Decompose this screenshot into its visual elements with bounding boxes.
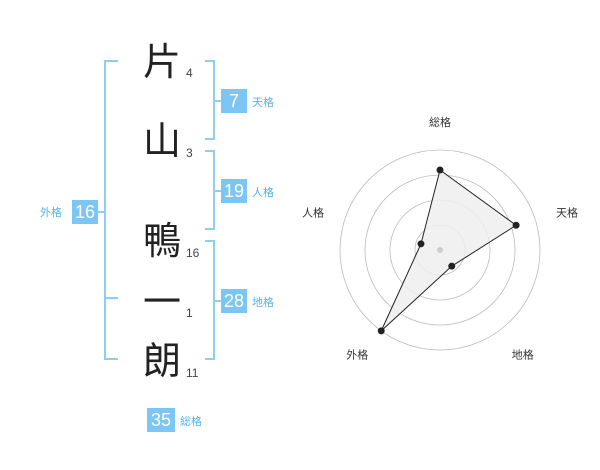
gaikaku-bracket — [104, 60, 106, 360]
jinkaku-bracket-b — [205, 228, 215, 230]
chikaku-bracket-b — [205, 358, 215, 360]
radar-axis-label: 総格 — [429, 115, 451, 129]
radar-axis-label: 外格 — [346, 348, 368, 362]
chikaku-label: 地格 — [252, 296, 274, 309]
name-char-4: 一 — [142, 280, 181, 324]
jinkaku-connector — [213, 190, 221, 192]
radar-center-dot — [437, 247, 443, 253]
jinkaku-label: 人格 — [252, 186, 274, 199]
gaikaku-bracket-mid — [104, 297, 118, 299]
gaikaku-bracket-top — [104, 60, 118, 62]
gaikaku-value: 16 — [72, 200, 98, 224]
tenkaku-label: 天格 — [252, 96, 274, 109]
radar-axis-label: 人格 — [302, 205, 324, 219]
name-char-3: 鴨 — [142, 219, 181, 263]
radar-axis-label: 天格 — [556, 205, 578, 219]
chikaku-value: 28 — [221, 289, 247, 313]
radar-data-polygon — [380, 169, 517, 332]
stroke-count-2: 3 — [186, 146, 193, 160]
stroke-count-3: 16 — [186, 246, 200, 260]
stroke-count-1: 4 — [186, 66, 193, 80]
stroke-count-4: 1 — [186, 306, 193, 320]
tenkaku-value: 7 — [221, 89, 247, 113]
gaikaku-bracket-bottom — [104, 358, 118, 360]
tenkaku-bracket — [205, 60, 215, 62]
gaikaku-connector — [98, 211, 106, 213]
radar-point-2 — [512, 221, 520, 229]
radar-point-1 — [436, 166, 444, 174]
name-char-2: 山 — [142, 119, 181, 163]
tenkaku-connector — [213, 100, 221, 102]
radar-grid-ring — [339, 149, 541, 351]
jinkaku-value: 19 — [221, 179, 247, 203]
jinkaku-bracket — [205, 150, 215, 152]
stroke-count-5: 11 — [186, 366, 199, 380]
soukaku-value: 35 — [147, 408, 175, 432]
radar-point-5 — [417, 240, 425, 248]
soukaku-label: 総格 — [180, 415, 202, 428]
chikaku-bracket — [205, 240, 215, 242]
radar-axis-label: 地格 — [512, 348, 534, 362]
chikaku-connector — [213, 300, 221, 302]
radar-point-3 — [448, 262, 456, 270]
name-char-1: 片 — [142, 40, 181, 84]
radar-point-4 — [377, 327, 385, 335]
tenkaku-bracket-b — [205, 138, 215, 140]
gaikaku-label: 外格 — [40, 206, 62, 219]
name-char-5: 朗 — [142, 339, 181, 383]
